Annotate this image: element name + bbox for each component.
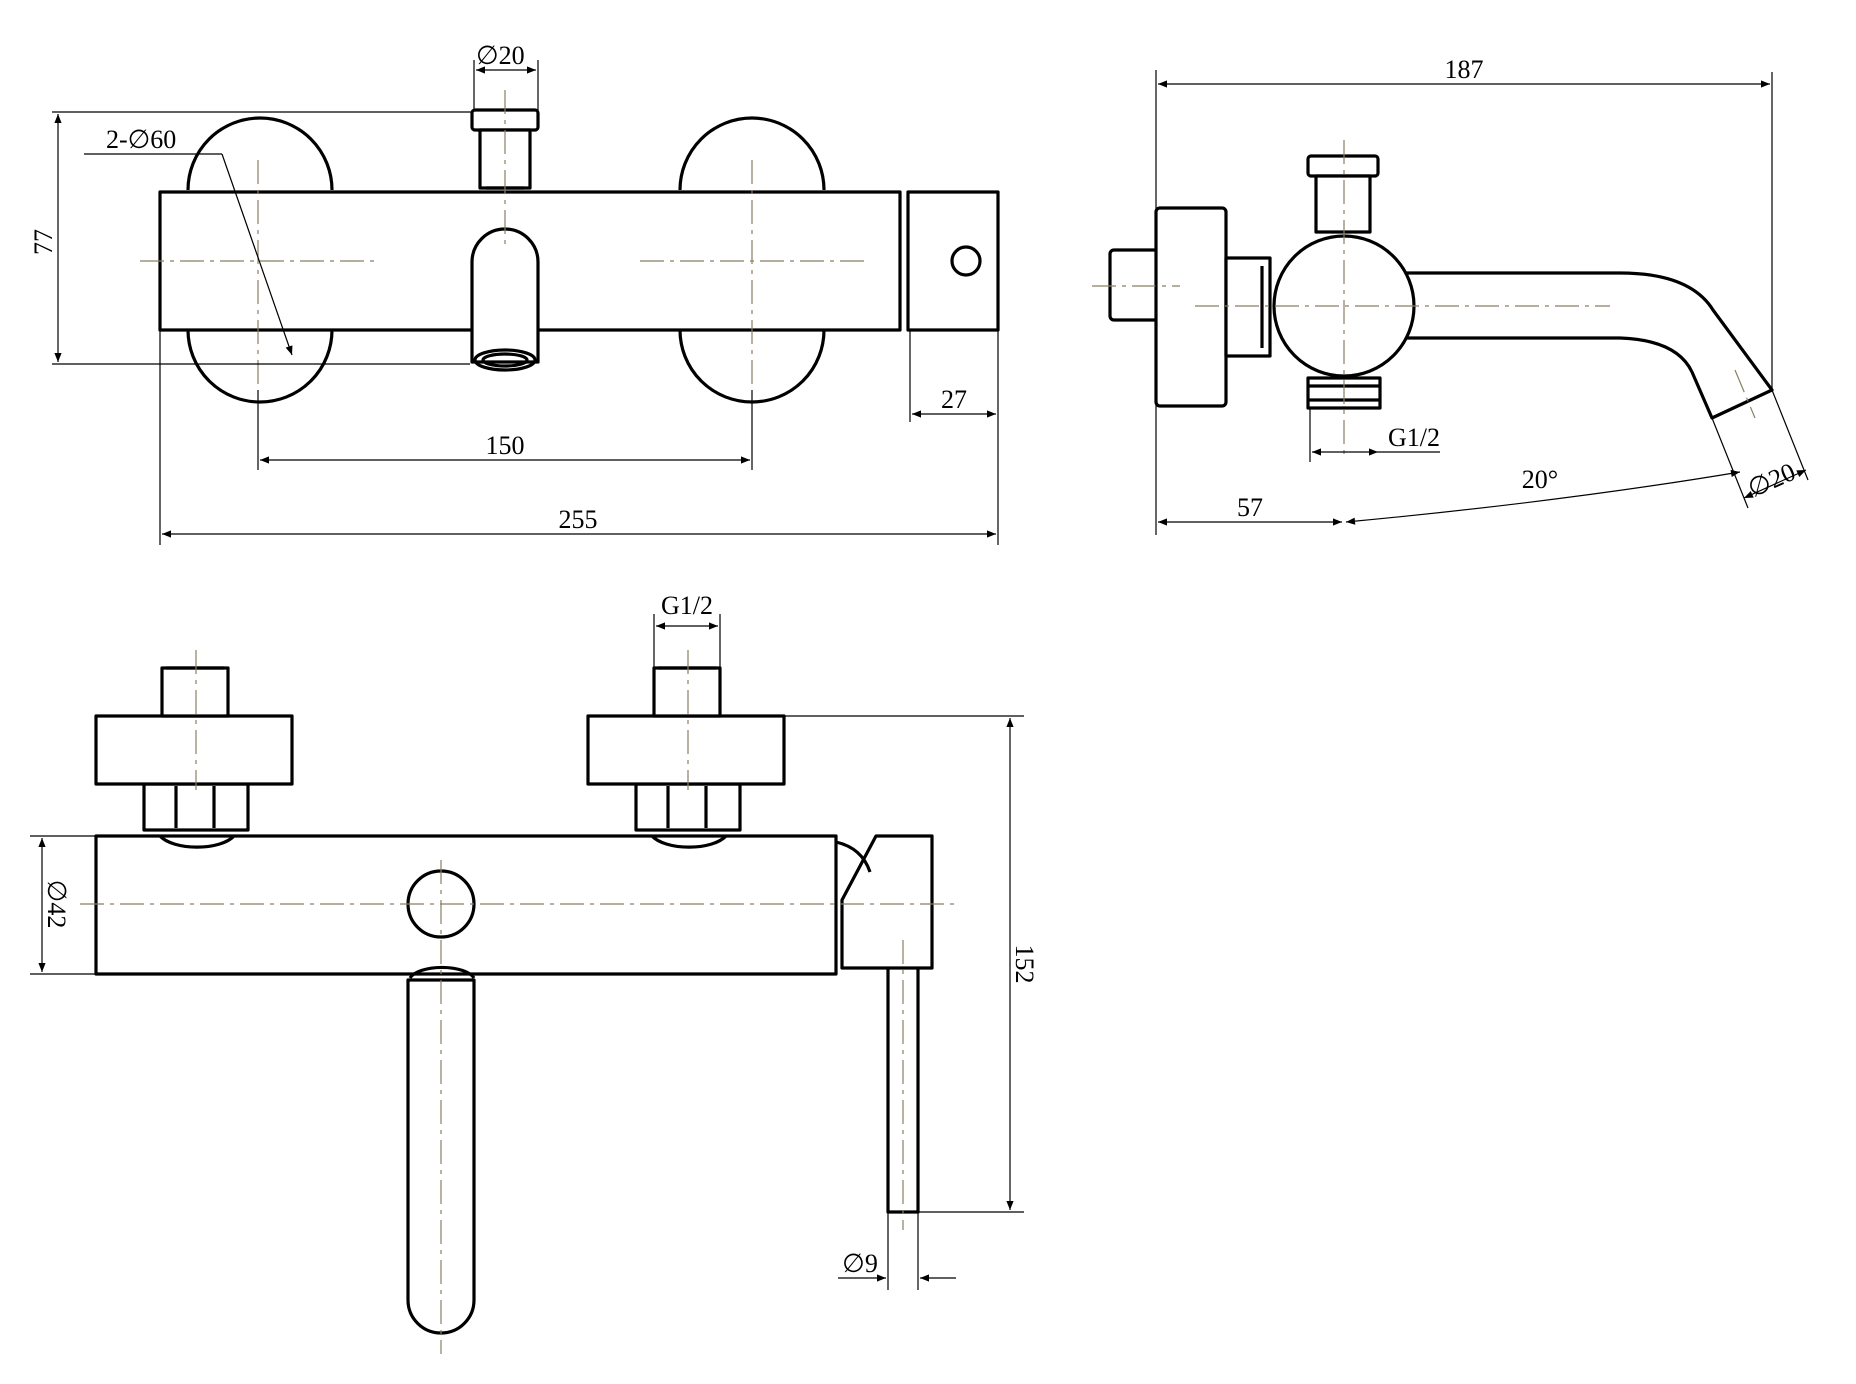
dim-top-thread: G1/2 xyxy=(653,591,721,668)
dim-label: 150 xyxy=(486,431,525,460)
wall-flange xyxy=(1154,206,1228,408)
top-handle xyxy=(840,834,934,970)
dim-label: ∅20 xyxy=(476,41,525,70)
spout-outlet xyxy=(470,227,540,372)
dim-label: ∅9 xyxy=(842,1249,878,1278)
eccentric-fitting-right xyxy=(586,666,786,849)
dim-label: 57 xyxy=(1237,493,1263,522)
dim-label: 2-∅60 xyxy=(106,125,176,154)
dim-label: ∅42 xyxy=(42,880,71,929)
dim-angle: 20° xyxy=(1345,465,1741,525)
dim-offset: 57 xyxy=(1158,493,1342,526)
dim-label: ∅20 xyxy=(1743,457,1799,503)
front-view: ∅20 2-∅60 77 27 150 xyxy=(29,41,1000,545)
dim-label: 255 xyxy=(559,505,598,534)
handle-screw xyxy=(950,245,982,277)
dim-top-height: 152 xyxy=(784,715,1039,1213)
side-view: 187 G1/2 57 20° ∅20 xyxy=(1092,55,1809,535)
dim-overall-depth: 187 xyxy=(1155,55,1773,535)
dim-label: 20° xyxy=(1522,465,1558,494)
dim-body-diameter: ∅42 xyxy=(30,835,96,975)
dim-label: 27 xyxy=(941,385,967,414)
dim-label: 152 xyxy=(1010,945,1039,984)
dim-pipe-diameter: ∅20 xyxy=(473,41,539,110)
spout xyxy=(1398,271,1774,420)
dim-mount-holes: 2-∅60 xyxy=(84,125,293,356)
dim-height: 77 xyxy=(29,111,472,365)
eccentric-fitting-left xyxy=(94,666,294,849)
dim-label: 187 xyxy=(1445,55,1484,84)
dim-centers: 150 xyxy=(257,390,753,470)
top-view: G1/2 ∅42 152 ∅9 xyxy=(30,591,1039,1354)
side-diverter-knob xyxy=(1306,154,1380,234)
dim-lever-diameter: ∅9 xyxy=(838,1212,956,1290)
dim-side-thread: G1/2 xyxy=(1309,408,1440,462)
dim-label: G1/2 xyxy=(1388,423,1440,452)
inlet-stub xyxy=(1108,248,1160,322)
top-body xyxy=(94,834,838,976)
dim-handle-width: 27 xyxy=(909,330,999,545)
dim-overall-length: 255 xyxy=(159,330,996,545)
dim-label: G1/2 xyxy=(661,591,713,620)
mount-disc-left xyxy=(186,116,334,404)
dim-label: 77 xyxy=(29,229,58,255)
